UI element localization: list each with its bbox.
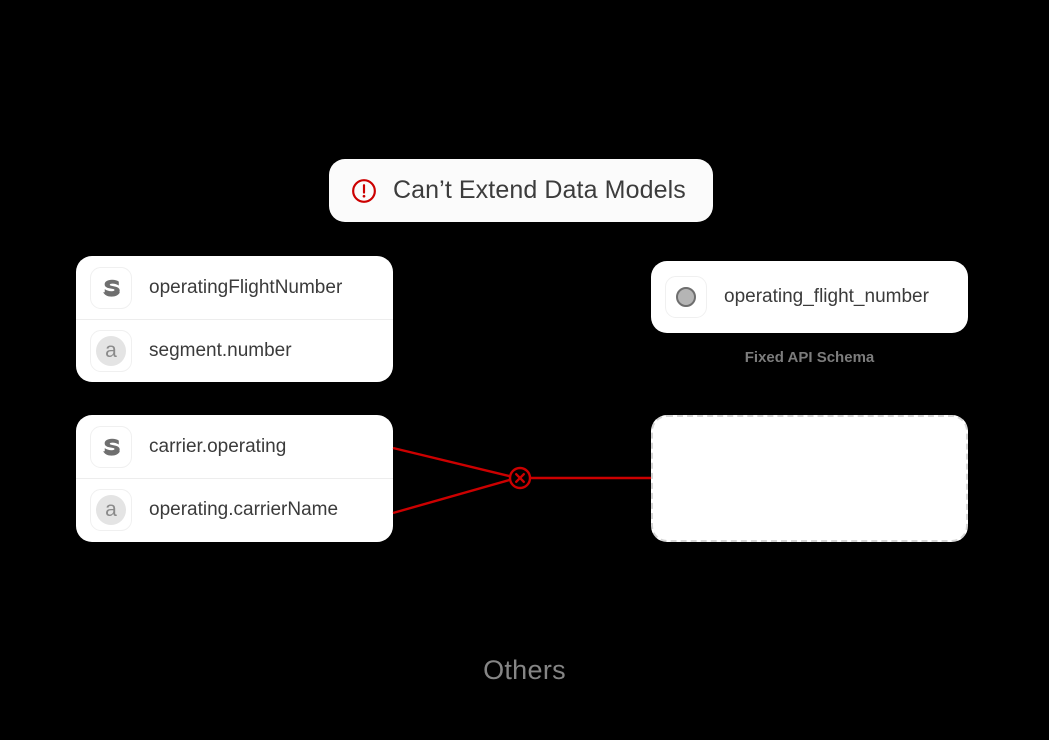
sabre-logo-glyph [103,438,120,456]
gray-dot-icon [665,276,707,318]
list-item[interactable]: carrier.operating [76,415,393,478]
source-fields-card-1: operatingFlightNumber a segment.number [76,256,393,382]
amadeus-circle: a [96,336,126,366]
list-item[interactable]: a segment.number [76,319,393,382]
error-banner: Can’t Extend Data Models [329,159,713,222]
field-name: carrier.operating [149,435,287,457]
amadeus-logo-icon: a [90,489,132,531]
field-name: operating.carrierName [149,499,339,520]
field-name: segment.number [149,340,292,361]
diagram-footer-label: Others [483,655,566,685]
connector-line-top [392,446,514,479]
gray-dot-shape [676,287,696,307]
list-item[interactable]: operating_flight_number [651,261,968,333]
fixed-api-schema-card: operating_flight_number [651,261,968,333]
sabre-logo-icon [90,266,132,309]
list-item[interactable]: operatingFlightNumber [76,256,393,319]
error-x-circle-icon[interactable] [508,466,532,490]
connector-line-bottom [392,477,514,515]
amadeus-logo-icon: a [90,330,132,372]
field-name: operatingFlightNumber [149,276,343,298]
field-name: operating_flight_number [724,286,929,307]
fixed-api-schema-caption: Fixed API Schema [744,349,875,366]
list-item[interactable]: a operating.carrierName [76,478,393,541]
sabre-logo-glyph [103,279,120,297]
sabre-logo-icon [90,425,132,468]
amadeus-circle: a [96,495,126,525]
error-circle-icon [352,178,376,203]
source-fields-card-2: carrier.operating a operating.carrierNam… [76,415,393,542]
empty-schema-slot [651,415,968,542]
error-banner-title: Can’t Extend Data Models [393,176,686,204]
